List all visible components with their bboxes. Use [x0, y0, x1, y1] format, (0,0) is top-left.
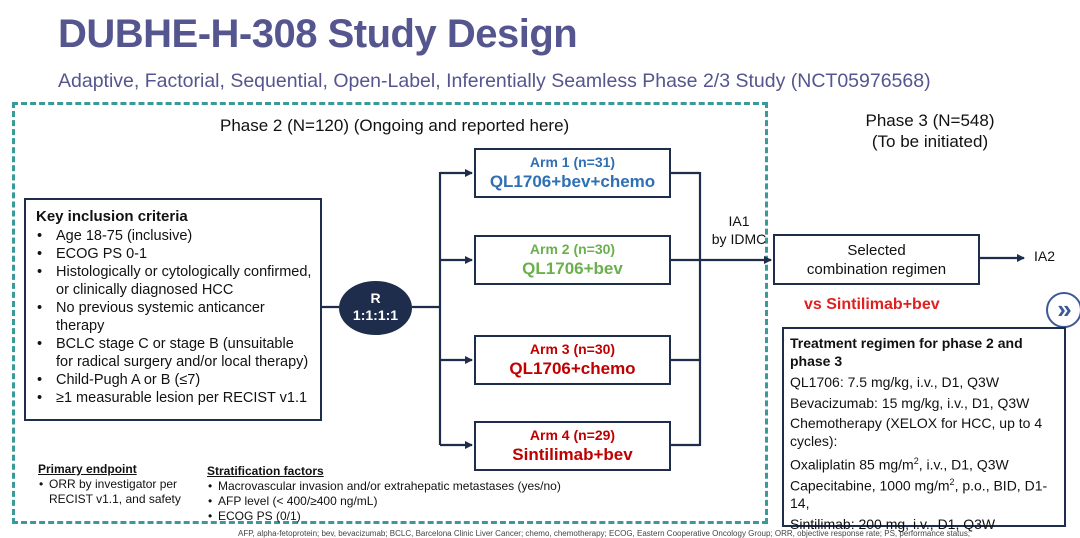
treatment-regimen-box: Treatment regimen for phase 2 and phase … — [782, 327, 1066, 532]
criteria-item: Child-Pugh A or B (≤7) — [36, 371, 314, 389]
arm-3-label: Arm 3 (n=30) — [529, 341, 616, 357]
primary-endpoint: Primary endpoint ORR by investigator per… — [38, 462, 208, 507]
treatment-line: Capecitabine, 1000 mg/m2, p.o., BID, D1-… — [790, 477, 1048, 512]
randomization-node: R 1:1:1:1 — [339, 281, 412, 335]
stratification-title: Stratification factors — [207, 464, 324, 478]
arm-3-box: Arm 3 (n=30) QL1706+chemo — [474, 335, 671, 385]
ia1-line2: by IDMC — [711, 231, 767, 247]
randomization-ratio: 1:1:1:1 — [352, 307, 399, 323]
arm-2-regimen: QL1706+bev — [522, 259, 623, 278]
criteria-item: No previous systemic anticancer therapy — [36, 299, 314, 335]
treatment-line: QL1706: 7.5 mg/kg, i.v., D1, Q3W — [790, 374, 1000, 390]
selected-line1: Selected — [847, 242, 906, 259]
stratification-item: AFP level (< 400/≥400 ng/mL) — [207, 494, 587, 509]
arm-4-box: Arm 4 (n=29) Sintilimab+bev — [474, 421, 671, 471]
phase2-label: Phase 2 (N=120) (Ongoing and reported he… — [220, 116, 570, 135]
footnote: AFP, alpha-fetoprotein; bev, bevacizumab… — [238, 529, 971, 538]
arm-2-box: Arm 2 (n=30) QL1706+bev — [474, 235, 671, 285]
arm-4-regimen: Sintilimab+bev — [512, 445, 633, 464]
criteria-item: Histologically or cytologically confirme… — [36, 263, 314, 299]
double-chevron-right-icon: » — [1057, 294, 1072, 324]
phase3-line2: (To be initiated) — [871, 132, 989, 151]
inclusion-criteria-list: Age 18-75 (inclusive) ECOG PS 0-1 Histol… — [36, 227, 314, 407]
treatment-line: Sintilimab: 200 mg, i.v., D1, Q3W — [790, 515, 996, 532]
inclusion-criteria-box: Key inclusion criteria Age 18-75 (inclus… — [24, 198, 322, 421]
page-subtitle: Adaptive, Factorial, Sequential, Open-La… — [58, 70, 931, 92]
stratification-item: ECOG PS (0/1) — [207, 509, 587, 524]
ia2-label: IA2 — [1034, 248, 1056, 264]
stratification-item: Macrovascular invasion and/or extrahepat… — [207, 479, 587, 494]
treatment-regimen-title: Treatment regimen for phase 2 and phase … — [790, 335, 1023, 369]
inclusion-criteria-title: Key inclusion criteria — [36, 208, 188, 225]
primary-endpoint-title: Primary endpoint — [38, 462, 137, 476]
criteria-item: BCLC stage C or stage B (unsuitable for … — [36, 335, 314, 371]
selected-line2: combination regimen — [806, 261, 947, 278]
next-slide-button[interactable]: » — [1046, 292, 1080, 328]
randomization-label: R — [370, 290, 381, 306]
arm-2-label: Arm 2 (n=30) — [529, 241, 616, 257]
ia1-label: IA1 by IDMC — [700, 212, 778, 248]
treatment-line: Oxaliplatin 85 mg/m2, i.v., D1, Q3W — [790, 456, 1009, 473]
primary-endpoint-item: ORR by investigator per RECIST v1.1, and… — [38, 477, 208, 507]
arm-4-label: Arm 4 (n=29) — [529, 427, 616, 443]
treatment-line: Bevacizumab: 15 mg/kg, i.v., D1, Q3W — [790, 394, 1030, 411]
stratification-factors: Stratification factors Macrovascular inv… — [207, 464, 587, 524]
phase3-label: Phase 3 (N=548) (To be initiated) — [830, 110, 1030, 152]
criteria-item: ≥1 measurable lesion per RECIST v1.1 — [36, 389, 314, 407]
treatment-line: Chemotherapy (XELOX for HCC, up to 4 cyc… — [790, 415, 1043, 449]
page-title: DUBHE-H-308 Study Design — [58, 12, 578, 56]
arm-1-regimen: QL1706+bev+chemo — [489, 172, 656, 191]
arm-1-box: Arm 1 (n=31) QL1706+bev+chemo — [474, 148, 671, 198]
comparator-label: vs Sintilimab+bev — [804, 296, 940, 313]
criteria-item: ECOG PS 0-1 — [36, 245, 314, 263]
ia1-line1: IA1 — [728, 213, 750, 229]
phase3-line1: Phase 3 (N=548) — [865, 111, 995, 130]
arm-3-regimen: QL1706+chemo — [509, 359, 636, 378]
arm-1-label: Arm 1 (n=31) — [529, 154, 616, 170]
criteria-item: Age 18-75 (inclusive) — [36, 227, 314, 245]
selected-regimen-box: Selected combination regimen — [773, 234, 980, 285]
